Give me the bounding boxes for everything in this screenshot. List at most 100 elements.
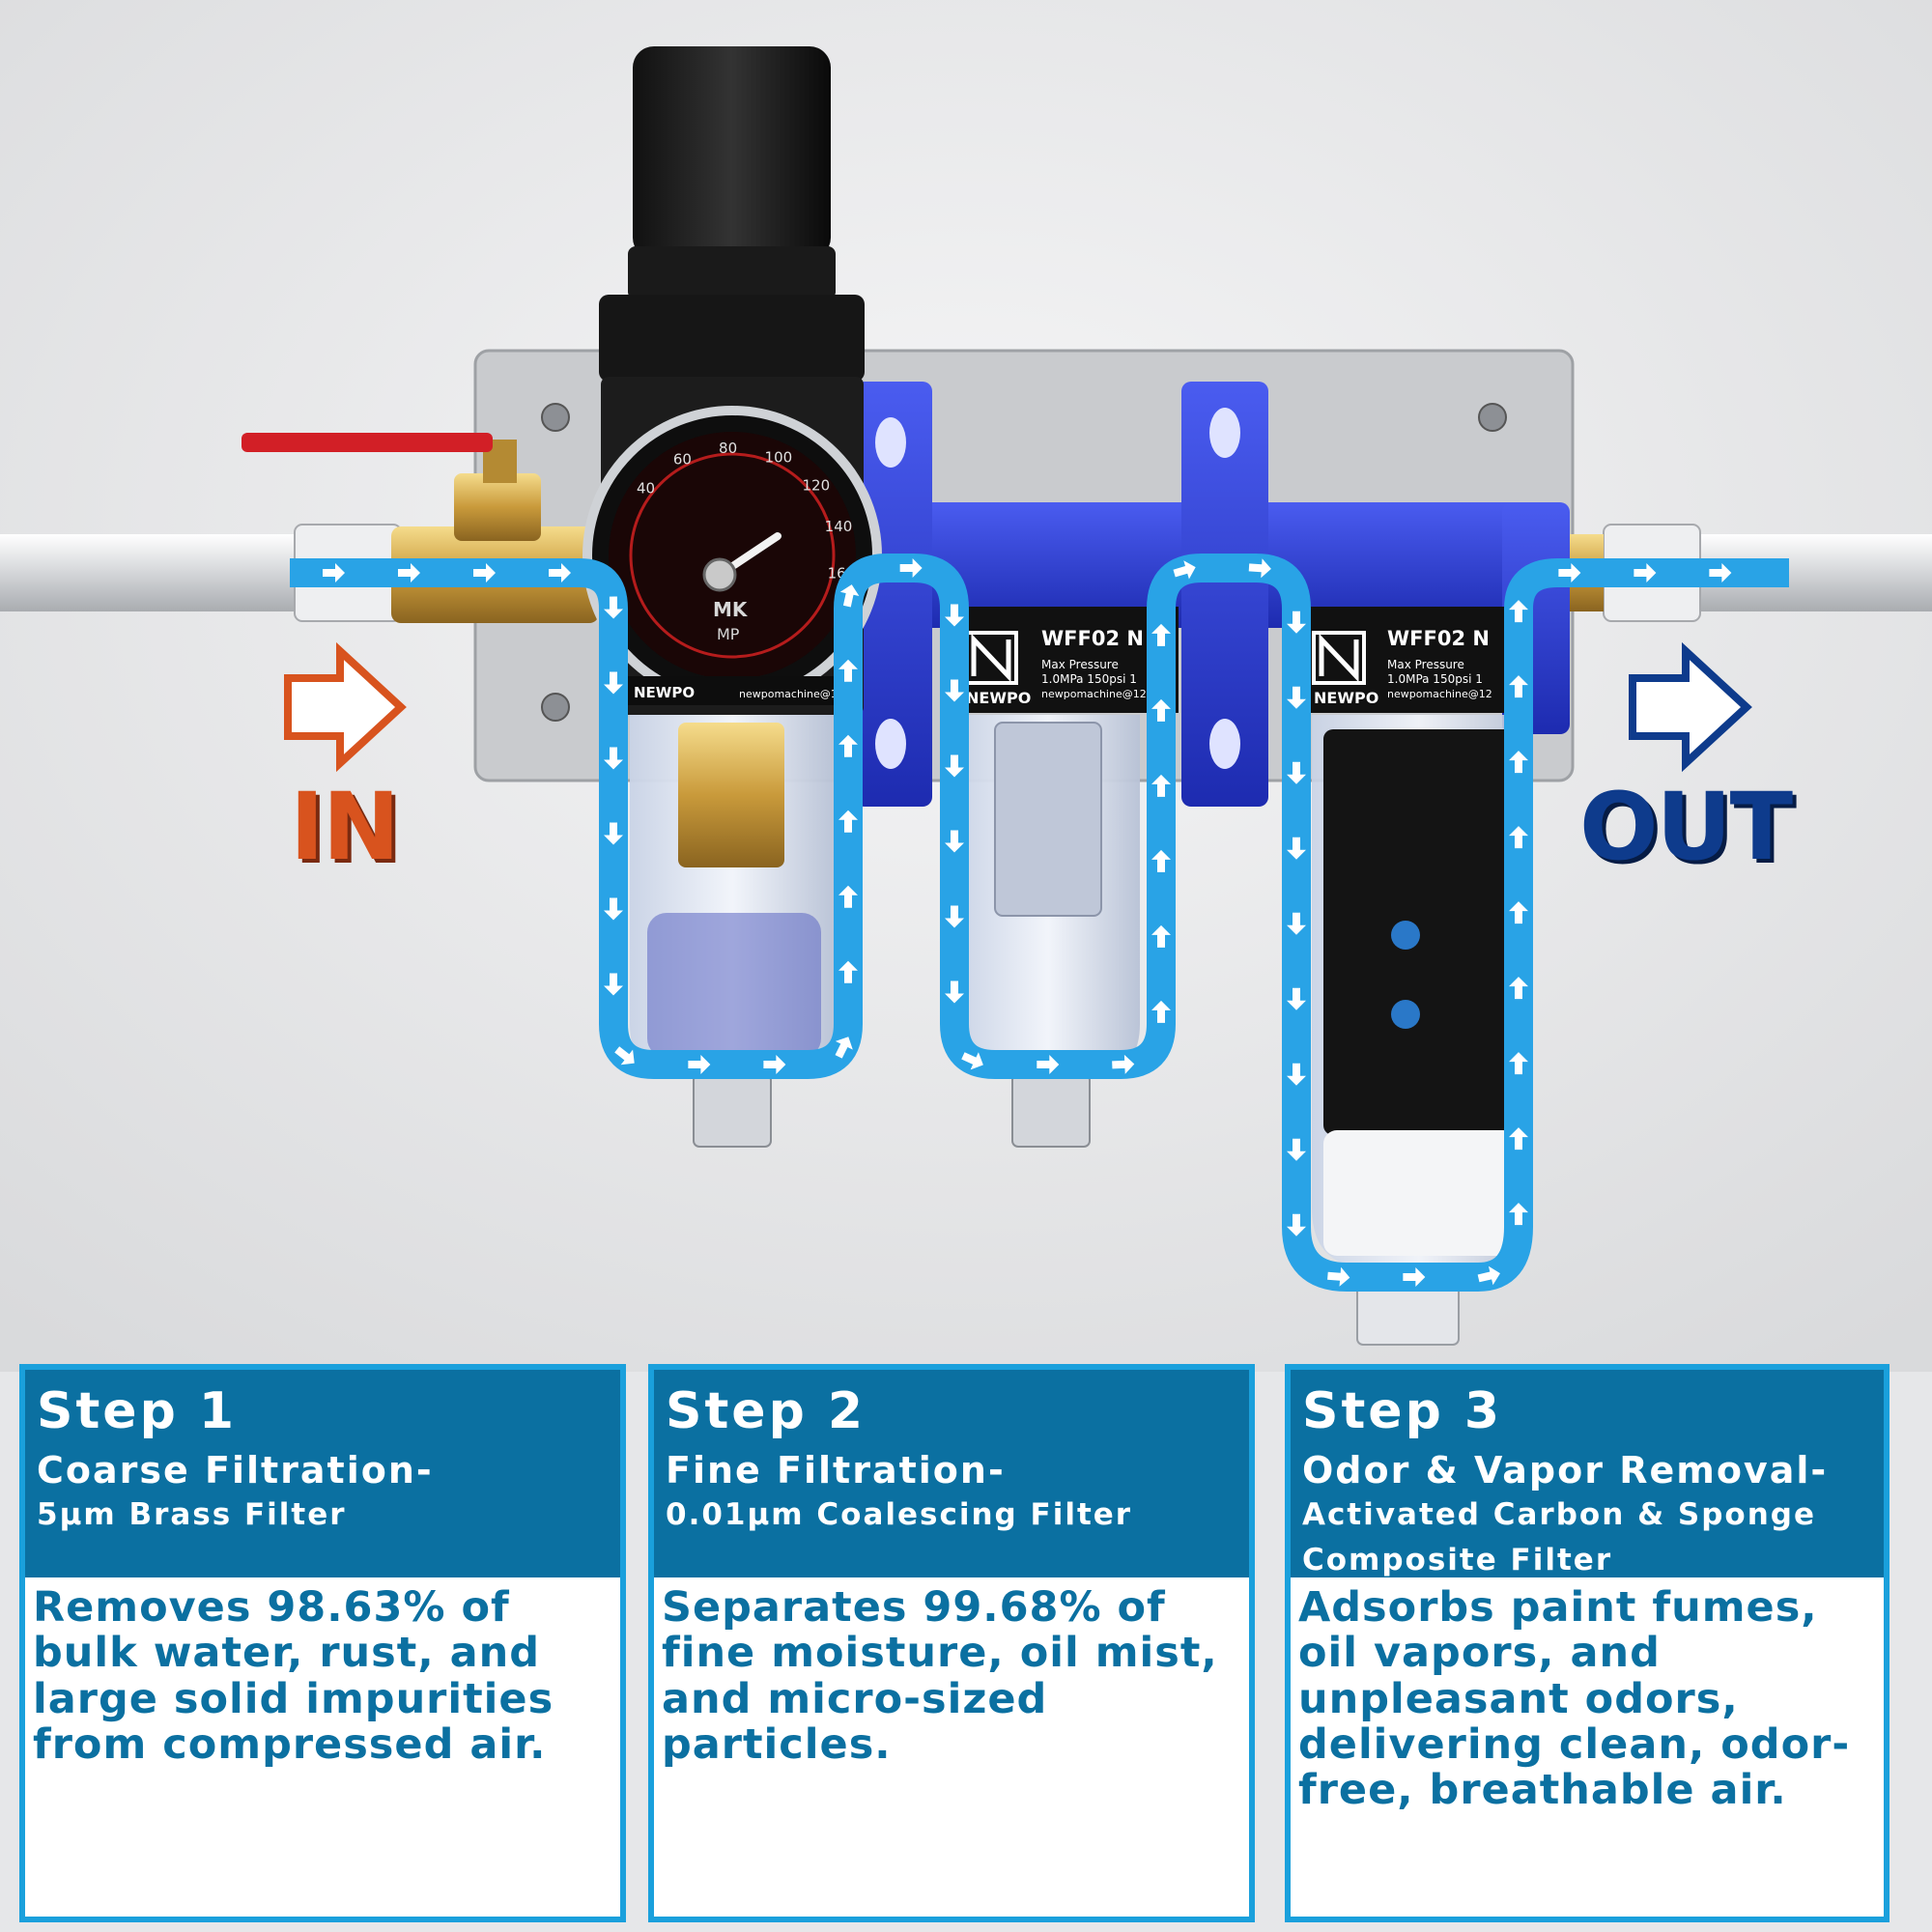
step-detail-line-2: Composite Filter — [1302, 1542, 1613, 1577]
flow-arrow-icon — [614, 1046, 635, 1065]
gauge-tick-label: 60 — [673, 450, 692, 468]
in-arrow-icon — [284, 641, 407, 773]
step-card-2: Step 2 Fine Filtration- 0.01μm Coalescin… — [648, 1364, 1255, 1922]
step-detail: 0.01μm Coalescing Filter — [666, 1497, 1133, 1533]
flow-arrow-icon — [1403, 1267, 1426, 1287]
flow-arrow-icon — [1287, 1213, 1306, 1236]
flow-arrow-icon — [688, 1055, 711, 1074]
flow-arrow-icon — [1509, 600, 1528, 623]
carbon-filter-element — [1323, 729, 1517, 1135]
flow-arrow-icon — [473, 563, 496, 582]
brand-label-1: NEWPO newpomachine@12 — [628, 676, 844, 705]
flow-arrow-icon — [1112, 1054, 1135, 1074]
in-label: IN — [290, 773, 400, 881]
filter-bowl-2 — [956, 715, 1140, 1148]
flow-arrow-icon — [838, 885, 858, 908]
gauge-tick-label: 100 — [765, 449, 793, 467]
flow-arrow-icon — [1509, 977, 1528, 1000]
flow-arrow-icon — [604, 671, 623, 695]
sponge-filter-element — [1323, 1130, 1517, 1256]
flow-arrow-icon — [763, 1055, 786, 1074]
flow-arrow-icon — [1248, 558, 1271, 579]
flow-arrow-icon — [1558, 563, 1581, 582]
flow-arrow-icon — [1151, 698, 1171, 722]
flow-arrow-icon — [1287, 912, 1306, 935]
brand-label-2: NEWPO WFF02 N Max Pressure 1.0MPa 150psi… — [956, 607, 1179, 713]
flow-arrow-icon — [323, 563, 345, 582]
flow-arrow-icon — [1709, 563, 1732, 582]
out-arrow-icon — [1629, 641, 1752, 773]
brand-label-3: NEWPO WFF02 N Max Pressure 1.0MPa 150psi… — [1304, 607, 1531, 713]
coalescing-filter-element — [994, 722, 1102, 917]
step-title: Step 2 — [666, 1382, 867, 1440]
drain-valve-1 — [693, 1073, 772, 1148]
brand-name-3: NEWPO — [1314, 689, 1378, 707]
step-detail: 5μm Brass Filter — [37, 1497, 347, 1533]
flow-arrow-icon — [1509, 1052, 1528, 1075]
step-title: Step 3 — [1302, 1382, 1503, 1440]
flow-arrows — [323, 558, 1732, 1287]
flow-arrow-icon — [899, 558, 923, 578]
step-description: Adsorbs paint fumes, oil vapors, and unp… — [1298, 1583, 1851, 1815]
brand-name-1: NEWPO — [634, 684, 695, 701]
flow-arrow-icon — [1327, 1266, 1350, 1287]
valve-handle — [242, 433, 493, 452]
gauge-unit-sub: MP — [717, 625, 740, 643]
flow-arrow-icon — [1509, 1203, 1528, 1226]
email-3: newpomachine@12 — [1387, 688, 1492, 700]
flow-arrow-icon — [1151, 623, 1171, 646]
step-description: Separates 99.68% of fine moisture, oil m… — [662, 1583, 1218, 1769]
step-card-header: Step 2 Fine Filtration- 0.01μm Coalescin… — [654, 1370, 1249, 1577]
flow-arrow-icon — [604, 973, 623, 996]
step-detail: Activated Carbon & Sponge — [1302, 1497, 1816, 1533]
flow-arrow-icon — [1151, 924, 1171, 948]
step-description: Removes 98.63% of bulk water, rust, and … — [33, 1583, 554, 1769]
flow-arrow-icon — [1287, 1138, 1306, 1161]
model-label-2: WFF02 N — [1041, 627, 1144, 650]
flow-arrow-icon — [1287, 761, 1306, 784]
flow-arrow-icon — [604, 897, 623, 921]
flow-arrow-icon — [839, 584, 860, 608]
spec-line-1-3: Max Pressure — [1387, 658, 1464, 671]
flow-arrow-icon — [1151, 774, 1171, 797]
flow-arrow-icon — [1173, 560, 1196, 580]
step-subtitle: Fine Filtration- — [666, 1448, 1006, 1492]
out-label: OUT — [1579, 773, 1793, 881]
flow-arrow-icon — [945, 754, 964, 778]
flow-arrow-icon — [835, 1037, 853, 1059]
flow-arrow-icon — [838, 734, 858, 757]
spec-line-2-3: 1.0MPa 150psi 1 — [1387, 672, 1483, 686]
spec-line-1-2: Max Pressure — [1041, 658, 1119, 671]
flow-arrow-icon — [1287, 611, 1306, 634]
flow-arrow-icon — [945, 604, 964, 627]
flow-arrow-icon — [1477, 1265, 1500, 1286]
flow-arrow-icon — [604, 596, 623, 619]
step-card-header: Step 1 Coarse Filtration- 5μm Brass Filt… — [25, 1370, 620, 1577]
filter-bowl-1 — [630, 715, 836, 1148]
flow-arrow-icon — [1037, 1055, 1060, 1074]
flow-arrow-icon — [604, 822, 623, 845]
flow-arrow-icon — [1287, 837, 1306, 860]
gauge-tick-label: 140 — [825, 518, 853, 535]
step-title: Step 1 — [37, 1382, 238, 1440]
flow-arrow-icon — [1151, 849, 1171, 872]
spec-line-2-2: 1.0MPa 150psi 1 — [1041, 672, 1137, 686]
step-subtitle: Odor & Vapor Removal- — [1302, 1448, 1829, 1492]
flow-arrow-icon — [838, 810, 858, 833]
drain-valve-2 — [1011, 1073, 1091, 1148]
flow-arrow-icon — [838, 960, 858, 983]
flow-arrow-icon — [604, 747, 623, 770]
flow-arrow-icon — [1287, 1063, 1306, 1086]
flow-arrow-icon — [398, 563, 420, 582]
flow-arrow-icon — [1634, 563, 1657, 582]
step-card-3: Step 3 Odor & Vapor Removal- Activated C… — [1285, 1364, 1889, 1922]
brass-filter-element — [678, 723, 784, 867]
flow-arrow-icon — [549, 563, 571, 582]
flow-arrow-icon — [1151, 1000, 1171, 1023]
step-card-1: Step 1 Coarse Filtration- 5μm Brass Filt… — [19, 1364, 626, 1922]
step-subtitle: Coarse Filtration- — [37, 1448, 434, 1492]
flow-arrow-icon — [1509, 826, 1528, 849]
plate-screws — [541, 403, 1507, 722]
flow-arrow-icon — [1509, 675, 1528, 698]
